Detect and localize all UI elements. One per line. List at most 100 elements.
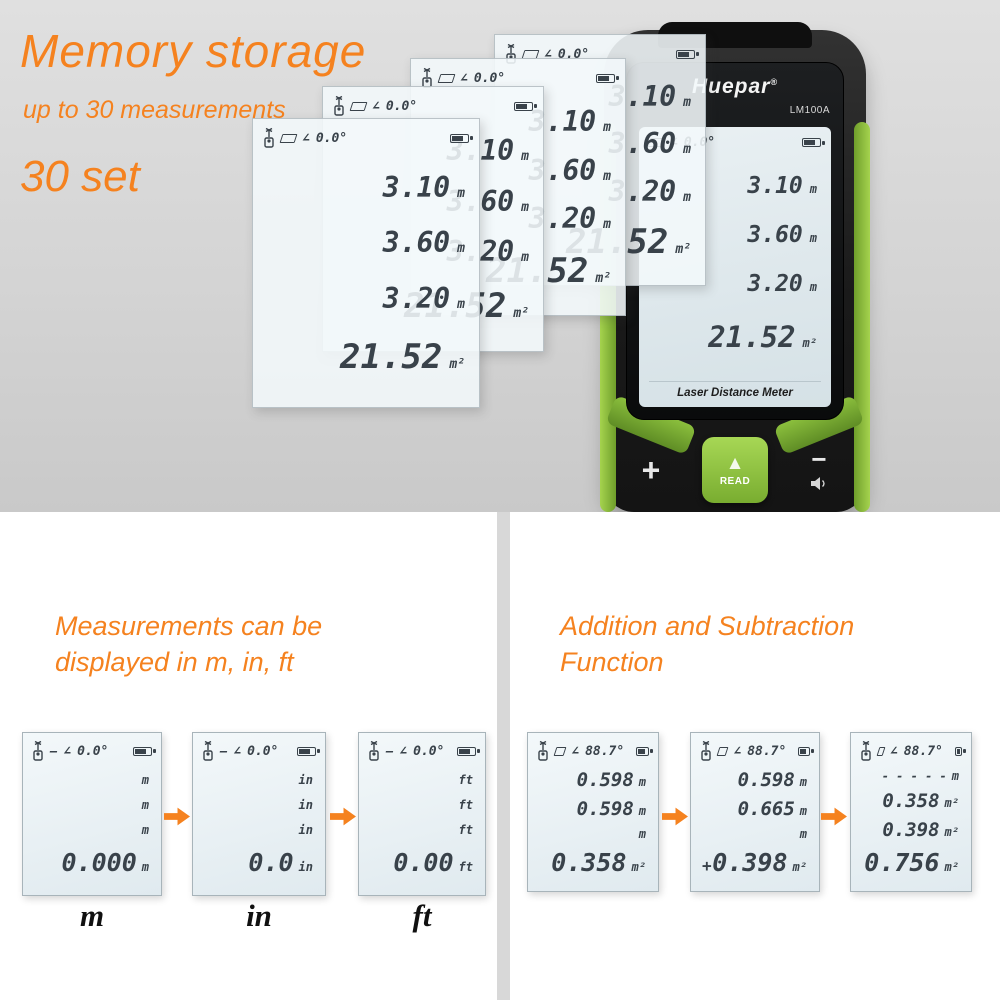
measurement-row: - - - - -m bbox=[881, 769, 959, 783]
units-feature-heading: Measurements can be displayed in m, in, … bbox=[55, 611, 323, 678]
lcd-status-bar: — ∠ 0.0° bbox=[368, 740, 480, 762]
unit-caption-m: m bbox=[79, 898, 105, 933]
battery-icon bbox=[514, 101, 537, 111]
memory-storage-title: Memory storage bbox=[20, 25, 367, 77]
area-box-icon bbox=[279, 133, 298, 143]
lcd-status-bar: ∠ 0.0° bbox=[421, 67, 619, 89]
minus-button: − bbox=[811, 443, 827, 474]
laser-device-icon bbox=[701, 740, 711, 761]
angle-value: 0.0° bbox=[413, 743, 445, 759]
area-box-icon bbox=[553, 746, 567, 756]
top-section: Memory storage up to 30 measurements 30 … bbox=[0, 0, 1000, 512]
set-count-label: 30 set bbox=[20, 152, 140, 201]
battery-icon bbox=[798, 746, 814, 756]
battery-icon bbox=[457, 746, 480, 756]
model-number: LM100A bbox=[789, 105, 830, 116]
minus-speaker-controls: − bbox=[798, 443, 840, 492]
battery-icon bbox=[450, 133, 473, 143]
angle-icon: ∠ bbox=[733, 743, 742, 759]
right-arrow-icon bbox=[330, 807, 356, 826]
angle-icon: ∠ bbox=[372, 98, 380, 114]
angle-value: 88.7° bbox=[903, 743, 943, 759]
laser-device-icon bbox=[538, 740, 548, 761]
angle-value: 88.7° bbox=[747, 743, 787, 759]
unit-caption-ft: ft bbox=[412, 898, 432, 933]
lcd-status-bar: — ∠ 0.0° bbox=[202, 740, 320, 762]
area-box-icon bbox=[437, 73, 456, 83]
battery-icon bbox=[636, 746, 653, 756]
speaker-icon bbox=[811, 477, 825, 491]
dash-icon: — bbox=[220, 744, 228, 758]
battery-icon bbox=[954, 746, 966, 756]
laser-device-icon bbox=[861, 740, 871, 761]
area-box-icon bbox=[349, 101, 368, 111]
battery-icon bbox=[596, 73, 619, 83]
lcd-status-bar: ∠ 88.7° bbox=[860, 740, 966, 762]
unit-caption-in: in bbox=[246, 898, 272, 933]
lcd-status-bar: ∠ 0.0° bbox=[263, 127, 473, 149]
device-button-row: + READ − bbox=[630, 428, 840, 512]
lcd-status-bar: ∠ 88.7° bbox=[700, 740, 814, 762]
laser-device-icon bbox=[33, 740, 43, 761]
plus-operator: + bbox=[702, 856, 712, 875]
angle-icon: ∠ bbox=[233, 743, 242, 759]
angle-value: 0.0° bbox=[77, 743, 109, 759]
lcd-status-bar: — ∠ 0.0° bbox=[32, 740, 156, 762]
screen-product-label: Laser Distance Meter bbox=[649, 381, 821, 399]
angle-icon: ∠ bbox=[889, 743, 898, 759]
memory-storage-subtitle: up to 30 measurements bbox=[23, 96, 286, 124]
right-arrow-icon bbox=[164, 807, 190, 826]
device-green-rail-right bbox=[854, 122, 870, 512]
brand-logo: Huepar® bbox=[692, 75, 778, 98]
laser-device-icon bbox=[203, 740, 213, 761]
read-triangle-icon bbox=[726, 454, 745, 474]
right-arrow-icon bbox=[821, 807, 847, 826]
lcd-status-bar: ∠ 0.0° bbox=[333, 95, 537, 117]
laser-device-icon bbox=[334, 95, 344, 116]
angle-value: 0.0° bbox=[315, 130, 348, 146]
battery-icon bbox=[133, 746, 156, 756]
addition-feature-heading: Addition and Subtraction Function bbox=[560, 611, 855, 678]
plus-button: + bbox=[641, 451, 661, 488]
angle-icon: ∠ bbox=[302, 130, 310, 146]
angle-icon: ∠ bbox=[63, 743, 72, 759]
angle-value: 88.7° bbox=[585, 743, 625, 759]
angle-icon: ∠ bbox=[460, 70, 468, 86]
right-arrow-icon bbox=[662, 807, 688, 826]
laser-device-icon bbox=[422, 67, 432, 88]
laser-device-icon bbox=[369, 740, 379, 761]
angle-value: 0.0° bbox=[385, 98, 418, 114]
area-box-icon bbox=[876, 746, 886, 756]
angle-value: 0.0° bbox=[473, 70, 506, 86]
laser-device-icon bbox=[264, 127, 274, 148]
dash-icon: — bbox=[386, 744, 394, 758]
battery-icon bbox=[676, 49, 699, 59]
read-button: READ bbox=[702, 437, 768, 503]
angle-icon: ∠ bbox=[399, 743, 408, 759]
area-box-icon bbox=[716, 746, 729, 756]
